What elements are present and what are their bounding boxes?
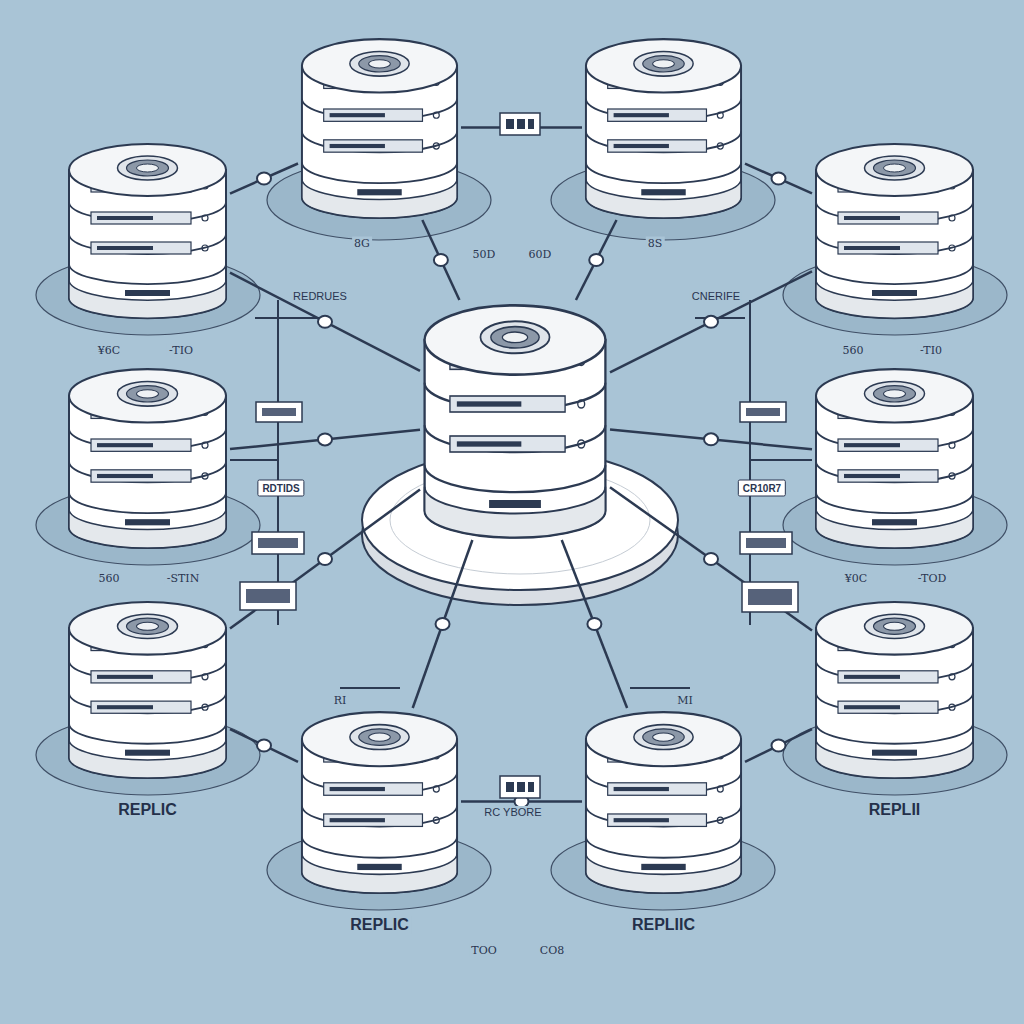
network-link [230, 490, 420, 629]
annotation: 8S [646, 237, 665, 250]
annotation: -TOD [916, 572, 949, 585]
connector-group [422, 220, 459, 300]
annotation: RI [332, 694, 349, 707]
connector-group [230, 490, 420, 629]
database-stack [65, 365, 230, 550]
annotation: CNERIFE [690, 290, 742, 302]
database-server: REPLIC [298, 708, 461, 895]
database-stack [298, 35, 461, 220]
annotation: 560 [841, 344, 866, 357]
link-bead [772, 173, 786, 185]
network-link [230, 430, 420, 449]
annotation: CO8 [538, 944, 566, 957]
database-stack [65, 598, 230, 780]
database-server [65, 365, 230, 550]
connector-group [230, 729, 298, 762]
link-bead [318, 433, 332, 445]
port-icon [240, 113, 798, 798]
link-bead [318, 553, 332, 565]
database-stack [582, 35, 745, 220]
annotation: 560 [97, 572, 122, 585]
connector-group [745, 729, 812, 762]
database-server [65, 140, 230, 320]
link-bead [436, 618, 450, 630]
network-link [745, 164, 812, 194]
server-shadow [36, 160, 1007, 910]
annotation: REDRUES [291, 290, 349, 302]
database-server [812, 365, 977, 550]
database-stack [582, 708, 745, 895]
database-server [812, 140, 977, 320]
connector-group [745, 164, 812, 194]
link-bead [318, 316, 332, 328]
replica-label: REPLIIC [629, 916, 698, 934]
network-link [230, 273, 420, 371]
link-bead [257, 173, 271, 185]
database-server [420, 300, 610, 540]
connector-group [230, 164, 298, 194]
network-link [745, 729, 812, 762]
database-stack [812, 140, 977, 320]
network-link [413, 540, 473, 708]
annotation: MI [675, 694, 695, 707]
link-bead [704, 316, 718, 328]
database-stack [812, 598, 977, 780]
tag-label: CR10R7 [738, 480, 786, 497]
link-bead [257, 739, 271, 751]
network-link [422, 220, 459, 300]
connector-group [610, 487, 812, 630]
network-link [610, 429, 812, 449]
annotation: -TI0 [918, 344, 944, 357]
annotation: -STIN [165, 572, 202, 585]
annotation: 60D [527, 248, 554, 261]
replica-label: REPLII [866, 801, 924, 819]
network-link [230, 729, 298, 762]
link-bead [589, 254, 603, 266]
replica-label: REPLIC [115, 801, 180, 819]
database-server: REPLIC [65, 598, 230, 780]
tag-label: RDTIDS [257, 480, 304, 497]
annotation: RC YBORE [482, 806, 543, 818]
connector-group [610, 429, 812, 449]
database-server: REPLII [812, 598, 977, 780]
annotation: 8G [352, 237, 372, 250]
database-stack [812, 365, 977, 550]
database-stack [420, 300, 610, 540]
connector-group [230, 430, 420, 449]
network-link [610, 487, 812, 630]
annotation: ¥6C [96, 344, 122, 357]
network-link [562, 540, 627, 708]
database-stack [298, 708, 461, 895]
database-server: REPLIIC [582, 708, 745, 895]
network-link [230, 164, 298, 194]
database-stack [65, 140, 230, 320]
link-bead [587, 618, 601, 630]
link-bead [434, 254, 448, 266]
connector-group [413, 540, 473, 708]
database-server [298, 35, 461, 220]
connector-group [610, 271, 812, 372]
connector-group [562, 540, 627, 708]
link-bead [704, 433, 718, 445]
replica-label: REPLIC [347, 916, 412, 934]
link-bead [704, 553, 718, 565]
annotation: TOO [469, 944, 498, 957]
annotation: -TIO [167, 344, 195, 357]
annotation: ¥0C [843, 572, 869, 585]
connector-group [576, 220, 617, 300]
network-link [610, 271, 812, 372]
link-bead [772, 739, 786, 751]
decor-line [230, 300, 812, 688]
connector-group [230, 273, 420, 371]
network-link [576, 220, 617, 300]
annotation: 50D [471, 248, 498, 261]
database-server [582, 35, 745, 220]
